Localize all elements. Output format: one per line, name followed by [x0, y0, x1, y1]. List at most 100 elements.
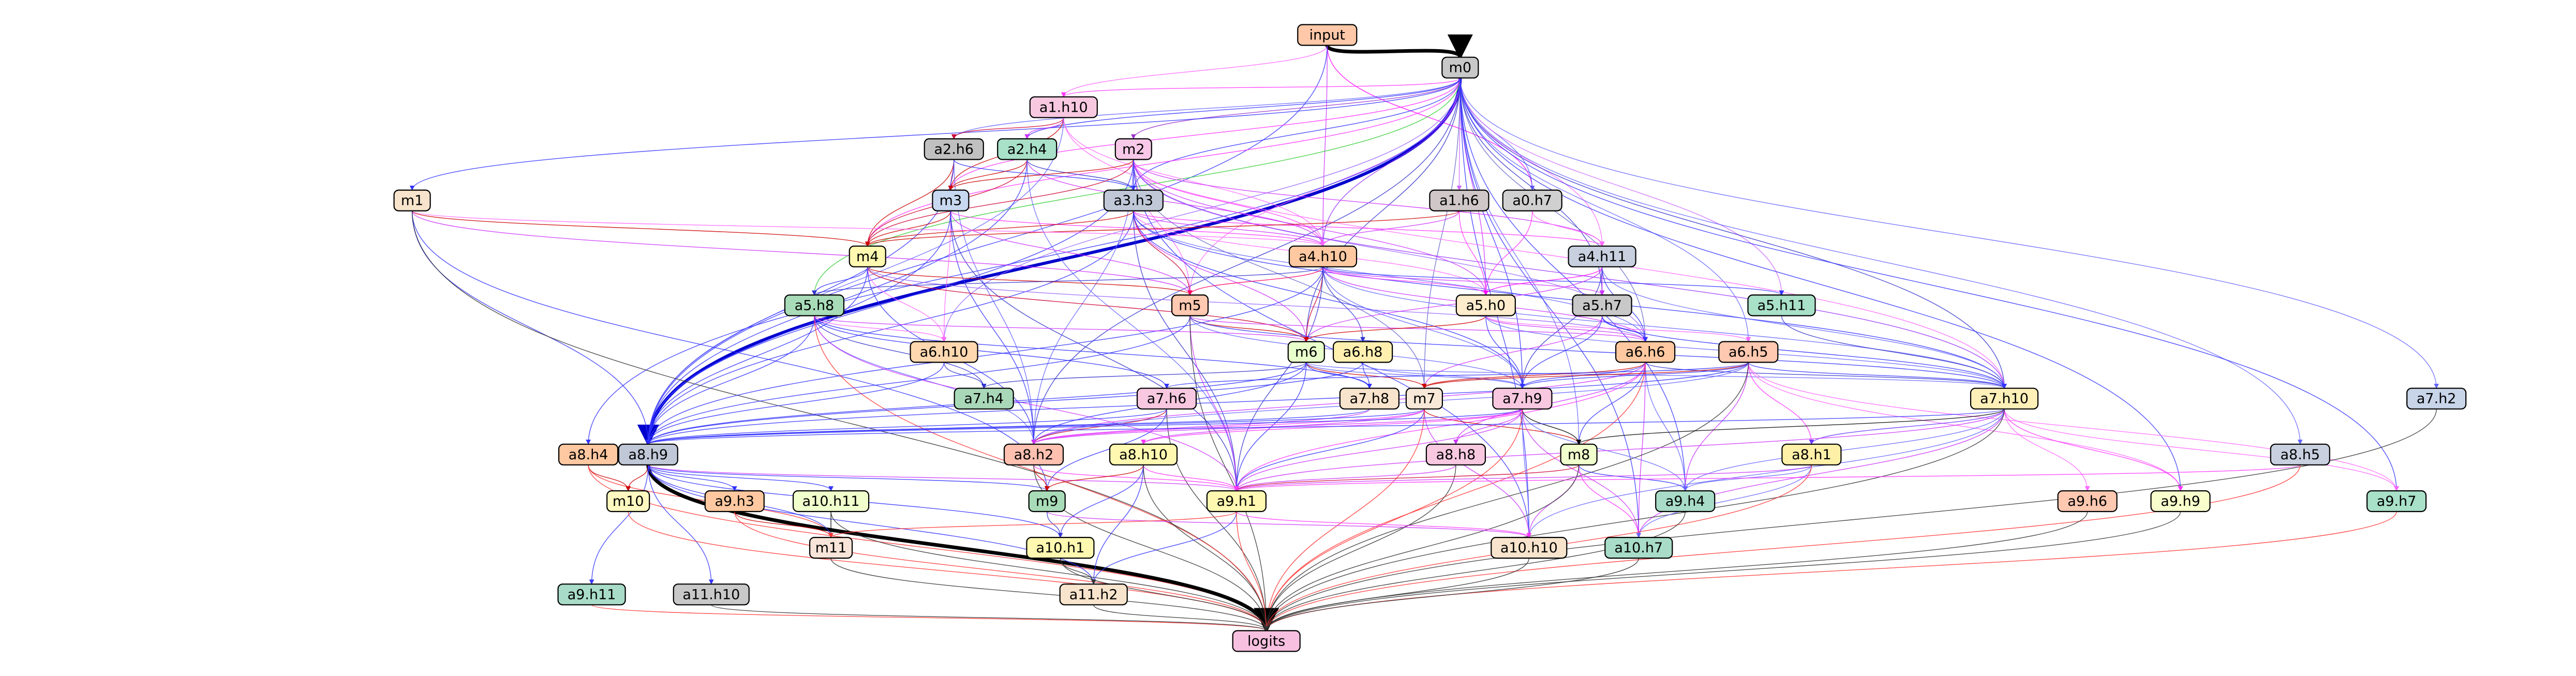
node-label: a2.h6 [934, 141, 974, 157]
node-label: a5.h7 [1582, 297, 1622, 313]
edge-m3-to-a9.h1 [950, 211, 1239, 491]
edge-a6.h10-to-a8.h9 [645, 362, 945, 445]
edge-m0-to-a9.h7 [1460, 78, 2399, 491]
node-label: m6 [1295, 344, 1317, 360]
node-box [606, 490, 650, 513]
edge-a7.h9-to-logits [1263, 409, 1523, 632]
edge-m4-to-m5 [867, 266, 1193, 296]
edge-a6.h5-to-a7.h9 [1520, 362, 1749, 389]
edge-m3-to-m4 [865, 211, 951, 247]
edge-m0-to-a4.h10 [1320, 78, 1461, 247]
node-label: a1.h10 [1039, 99, 1088, 115]
node-logits: logits [1232, 630, 1301, 652]
node-a8.h10: a8.h10 [1109, 443, 1178, 465]
node-box [1059, 583, 1128, 606]
edge-m0-to-a7.h2 [1460, 78, 2439, 389]
edge-m2-to-a4.h11 [1133, 159, 1605, 247]
edge-m7-to-a8.h2 [1031, 409, 1425, 445]
node-label: a4.h10 [1299, 249, 1347, 265]
node-box [1429, 189, 1490, 212]
edge-a9.h1-to-logits [1236, 511, 1269, 632]
node-a8.h9: a8.h9 [618, 443, 678, 465]
edge-input-to-a8.h9 [645, 45, 1328, 445]
edge-a4.h10-to-a5.h8 [812, 266, 1323, 296]
edge-a10.h10-to-logits [1263, 558, 1529, 632]
edge-m0-to-m4 [865, 78, 1461, 247]
node-box [792, 490, 870, 513]
edge-m5-to-a6.h6 [1189, 315, 1648, 342]
edge-a7.h10-to-a9.h1 [1234, 409, 2005, 491]
node-label: m10 [613, 493, 644, 509]
edge-a9.h3-to-m11 [734, 511, 833, 538]
node-label: a4.h11 [1578, 249, 1627, 265]
node-m4: m4 [848, 245, 886, 267]
edge-a10.h1-to-logits [1060, 558, 1269, 632]
node-box [1333, 341, 1393, 363]
node-box [2406, 387, 2467, 410]
node-box [557, 583, 626, 606]
edge-a2.h6-to-a8.h2 [954, 159, 1036, 445]
node-label: a8.h4 [569, 447, 608, 463]
edge-a5.h0-to-m6 [1304, 316, 1486, 342]
node-a6.h8: a6.h8 [1333, 341, 1393, 363]
edge-m5-to-a7.h10 [1189, 316, 2007, 389]
edge-a8.h10-to-logits [1143, 464, 1269, 632]
node-m0: m0 [1441, 56, 1479, 79]
node-box [1171, 294, 1209, 317]
edge-a8.h10-to-a11.h2 [1091, 464, 1144, 585]
edge-a10.h11-to-logits [830, 511, 1269, 632]
node-label: a10.h1 [1036, 540, 1085, 556]
node-label: a5.h8 [795, 297, 835, 313]
node-label: a9.h7 [2377, 493, 2417, 509]
node-box [1568, 245, 1636, 267]
node-box [618, 443, 678, 465]
edge-m1-to-a4.h10 [411, 211, 1326, 247]
edge-a2.h4-to-m3 [948, 159, 1028, 191]
edge-a4.h11-to-a7.h9 [1520, 266, 1603, 389]
node-m9: m9 [1028, 490, 1066, 513]
node-label: a8.h9 [628, 447, 668, 463]
node-label: a11.h2 [1069, 587, 1118, 603]
node-label: a6.h8 [1343, 344, 1383, 360]
node-box [932, 189, 970, 212]
edge-m1-to-a8.h9 [411, 211, 651, 445]
node-a8.h5: a8.h5 [2270, 443, 2330, 465]
edge-a1.h6-to-a5.h0 [1458, 211, 1488, 296]
edge-a9.h9-to-logits [1263, 511, 2181, 632]
node-box [1781, 443, 1842, 465]
node-a1.h6: a1.h6 [1429, 189, 1490, 212]
edge-m7-to-a10.h10 [1424, 409, 1532, 538]
edge-a8.h5-to-logits [1263, 464, 2301, 632]
node-box [1109, 443, 1178, 465]
edge-a2.h4-to-a4.h10 [1026, 159, 1326, 247]
node-label: a11.h10 [682, 587, 740, 603]
node-a5.h11: a5.h11 [1747, 294, 1816, 317]
edge-a8.h9-to-a11.h2 [648, 464, 1096, 585]
edge-a3.h3-to-a9.h1 [1133, 211, 1239, 491]
node-a9.h3: a9.h3 [704, 490, 765, 513]
edge-a8.h5-to-a9.h1 [1234, 464, 2301, 491]
node-label: a0.h7 [1512, 193, 1552, 209]
node-a2.h4: a2.h4 [997, 138, 1058, 160]
edge-a3.h3-to-m5 [1133, 211, 1193, 296]
edge-m4-to-m6 [867, 266, 1309, 342]
node-m3: m3 [932, 189, 970, 212]
edge-a7.h9-to-a9.h4 [1522, 409, 1688, 491]
edge-m9-to-a10.h10 [1047, 511, 1531, 538]
edge-a7.h10-to-m8 [1576, 409, 2005, 445]
edge-m3-to-m5 [950, 211, 1193, 296]
node-box [393, 189, 431, 212]
node-a10.h10: a10.h10 [1491, 536, 1568, 559]
node-a6.h5: a6.h5 [1718, 341, 1779, 363]
node-a5.h0: a5.h0 [1455, 294, 1516, 317]
node-box [1491, 536, 1568, 559]
node-label: a9.h1 [1217, 493, 1257, 509]
edge-a5.h7-to-m7 [1422, 316, 1603, 389]
edge-a1.h10-to-a4.h10 [1063, 117, 1326, 247]
edge-m0-to-a10.h7 [1460, 78, 1642, 538]
edge-a5.h8-to-a9.h1 [814, 316, 1239, 491]
edge-input-to-a4.h10 [1320, 45, 1328, 247]
edge-a8.h10-to-a9.h1 [1143, 464, 1239, 491]
node-m5: m5 [1171, 294, 1209, 317]
edge-a4.h10-to-a8.h9 [645, 266, 1323, 445]
